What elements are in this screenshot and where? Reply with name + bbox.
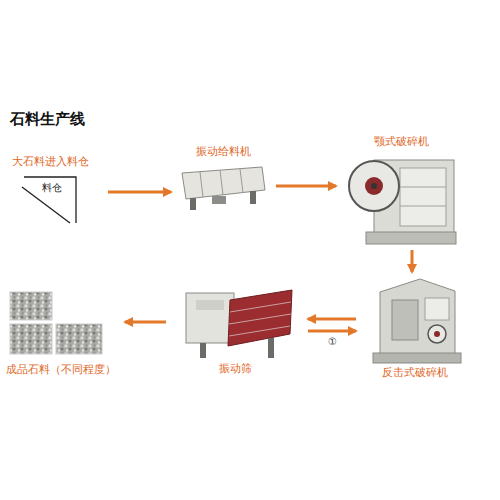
feeder-picture [182, 167, 265, 210]
machine-label: 振动筛 [219, 362, 252, 376]
screen-picture [186, 290, 292, 358]
flow-arrow [125, 321, 166, 324]
machine-node: 振动筛 [172, 282, 298, 378]
machine-label: 颚式破碎机 [374, 135, 429, 149]
stone-samples [10, 292, 102, 354]
machine-node: 反击式破碎机 [366, 274, 464, 382]
bin-label: 料仓 [42, 182, 62, 194]
machine-label: 反击式破碎机 [382, 366, 448, 380]
machine-label: 成品石料（不同程度） [6, 362, 116, 376]
flow-arrow [411, 250, 414, 272]
machine-label: 振动给料机 [196, 145, 251, 159]
flow-arrow [308, 318, 356, 321]
flow-arrow [108, 191, 171, 194]
machine-node: 成品石料（不同程度） [3, 286, 119, 378]
impact-crusher-picture [373, 279, 461, 363]
callout-number: ① [327, 336, 338, 348]
machine-label: 大石料进入料仓 [12, 155, 89, 169]
machine-node: 振动给料机 [175, 143, 272, 212]
jaw-crusher-picture [349, 160, 456, 244]
machine-node: 颚式破碎机 [340, 133, 462, 248]
flow-arrow [276, 185, 336, 188]
diagram-title: 石料生产线 [10, 110, 85, 128]
machine-node: 大石料进入料仓料仓 [12, 155, 104, 225]
flow-arrow [308, 330, 356, 333]
